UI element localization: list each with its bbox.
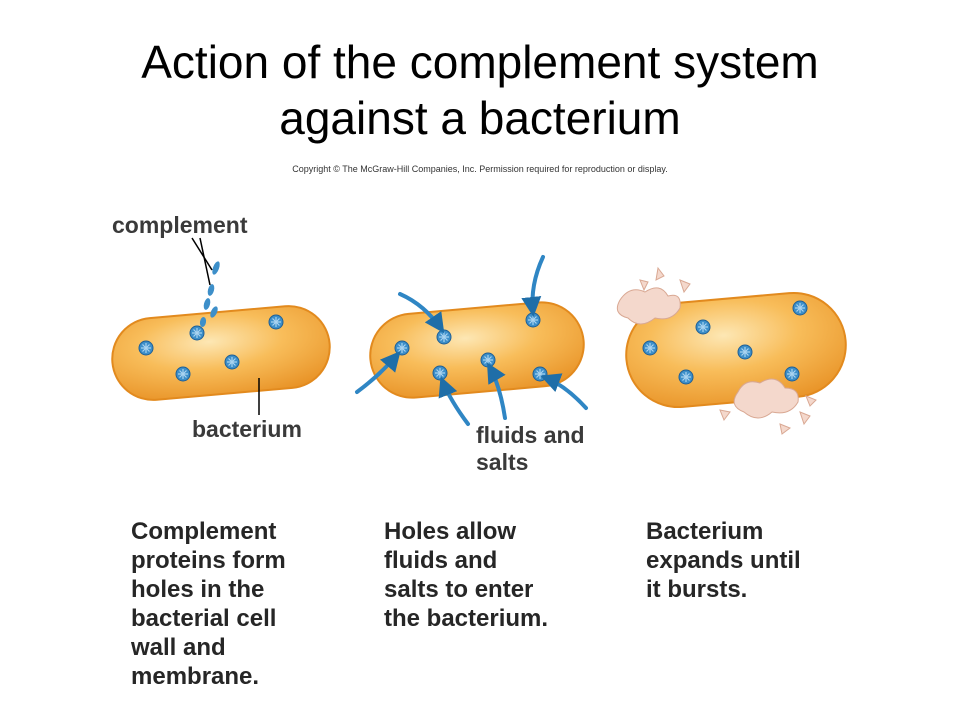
title-line-1: Action of the complement system xyxy=(141,36,819,88)
bacterium-step-1 xyxy=(111,305,331,401)
complement-proteins-falling xyxy=(199,261,220,327)
fluid-arrows xyxy=(355,255,588,426)
cell-debris xyxy=(616,266,817,435)
complement-leader-lines xyxy=(191,237,213,286)
slide-title: Action of the complement system against … xyxy=(0,34,960,146)
caption-step-3: Bacterium expands until it bursts. xyxy=(646,518,801,603)
copyright-notice: Copyright © The McGraw-Hill Companies, I… xyxy=(292,164,668,174)
bacterium-label: bacterium xyxy=(192,416,302,442)
caption-step-2: Holes allow fluids and salts to enter th… xyxy=(384,518,549,632)
fluids-and-salts-label: fluids and salts xyxy=(476,422,585,475)
title-line-2: against a bacterium xyxy=(279,92,681,144)
complement-label: complement xyxy=(112,212,248,238)
caption-step-1: Complement proteins form holes in the ba… xyxy=(131,518,286,690)
